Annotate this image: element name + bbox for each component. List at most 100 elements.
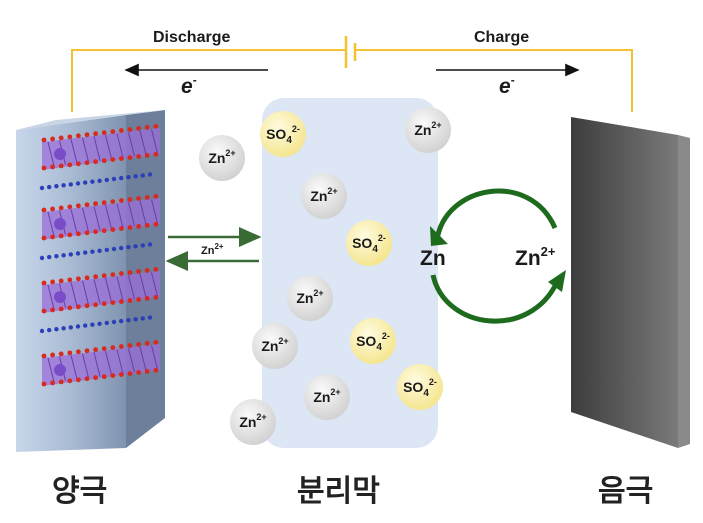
ion-sphere: [346, 220, 392, 266]
ion-label: Zn2+: [310, 186, 337, 204]
polyhedra-edge: [128, 202, 135, 227]
oxygen-atom: [144, 125, 150, 130]
metal-center: [54, 218, 66, 230]
polyhedra-edge: [82, 353, 89, 378]
oxygen-atom: [127, 197, 133, 202]
oxygen-atom: [93, 229, 98, 235]
interlayer-atom: [39, 328, 45, 334]
oxygen-atom: [41, 165, 47, 171]
ion-sphere: [252, 323, 298, 369]
polyhedra-edge: [151, 272, 158, 297]
wire-right: [356, 49, 633, 112]
oxygen-atom: [101, 301, 107, 307]
ion-label: Zn2+: [239, 412, 266, 430]
oxygen-atom: [119, 372, 124, 377]
interlayer-atom: [111, 176, 117, 182]
oxygen-atom: [76, 349, 81, 355]
oxygen-atom: [110, 373, 116, 378]
ion-label: SO42-: [356, 331, 390, 353]
oxygen-atom: [93, 375, 98, 381]
oxygen-atom: [67, 277, 73, 283]
interlayer-atom: [54, 254, 59, 259]
oxygen-atom: [153, 221, 159, 227]
oxygen-atom: [84, 202, 90, 208]
electrolyte-ions: Zn2+SO42-Zn2+Zn2+SO42-Zn2+Zn2+SO42-Zn2+S…: [199, 107, 451, 445]
polyhedra-edge: [47, 284, 55, 310]
polyhedra-edge: [93, 279, 101, 304]
oxygen-atom: [101, 346, 107, 352]
oxygen-atom: [67, 204, 73, 210]
oxygen-atom: [76, 133, 81, 139]
oxygen-atom: [50, 136, 55, 142]
interlayer-atom: [75, 324, 81, 329]
oxygen-atom: [67, 350, 73, 356]
interlayer-atom: [68, 325, 74, 330]
cycle-arrow-bottom: [430, 274, 560, 324]
ion-exchange-arrows: Zn2+: [165, 227, 262, 271]
oxygen-atom: [110, 129, 116, 135]
sulfate-ion: SO42-: [397, 364, 443, 410]
polyhedra-edge: [116, 276, 124, 301]
polyhedra-edge: [47, 141, 55, 167]
oxygen-atom: [110, 227, 116, 233]
anode-electrode: [571, 117, 690, 448]
oxygen-atom: [84, 275, 90, 281]
polyhedra-edge: [82, 280, 89, 305]
polyhedra-edge: [128, 132, 135, 157]
oxygen-atom: [101, 200, 107, 206]
oxygen-atom: [41, 280, 47, 286]
interlayer-atom: [126, 175, 131, 180]
oxygen-atom: [41, 381, 47, 387]
oxygen-atom: [50, 164, 55, 170]
oxygen-atom: [67, 134, 73, 140]
external-circuit: [71, 36, 633, 112]
polyhedra-edge: [93, 136, 101, 161]
interlayer-atom: [119, 245, 124, 251]
oxygen-atom: [144, 341, 150, 346]
oxygen-atom: [50, 279, 55, 285]
oxygen-atom: [136, 126, 142, 131]
anode-front: [571, 117, 678, 448]
polyhedra-edge: [116, 349, 124, 374]
oxygen-atom: [144, 296, 150, 301]
oxygen-atom: [153, 123, 159, 129]
oxygen-atom: [58, 233, 64, 239]
oxygen-atom: [144, 268, 150, 273]
interlayer-atom: [90, 322, 95, 327]
oxygen-atom: [84, 348, 90, 354]
interlayer-atom: [47, 254, 52, 260]
oxygen-atom: [101, 273, 107, 279]
separator-label: 분리막: [297, 475, 380, 508]
polyhedra-edge: [116, 203, 124, 228]
oxygen-atom: [101, 374, 107, 380]
interlayer-atom: [54, 327, 59, 332]
interlayer-atom: [83, 250, 88, 255]
oxygen-atom: [84, 230, 90, 236]
oxygen-atom: [84, 303, 90, 309]
crystal-layer: [41, 123, 160, 171]
ion-label: Zn2+: [414, 120, 441, 138]
oxygen-atom: [136, 370, 142, 375]
polyhedra-edge: [82, 137, 89, 162]
oxygen-atom: [119, 128, 124, 133]
ion-label: Zn2+: [313, 387, 340, 405]
ion-sphere: [301, 173, 347, 219]
oxygen-atom: [119, 156, 124, 161]
interlayer-atom: [126, 318, 131, 323]
oxygen-atom: [41, 235, 47, 241]
metal-center: [54, 364, 66, 376]
polyhedra-edge: [47, 357, 55, 383]
wire-left: [71, 49, 345, 112]
interlayer-atom: [61, 326, 66, 331]
oxygen-atom: [127, 298, 133, 303]
ion-label: Zn2+: [296, 288, 323, 306]
oxygen-atom: [76, 276, 81, 282]
polyhedra-edge: [116, 133, 124, 158]
discharge-label: Discharge: [153, 29, 230, 46]
oxygen-atom: [41, 308, 47, 314]
interlayer-atom: [147, 242, 153, 247]
polyhedra-edge: [105, 134, 112, 160]
interlayer-atom: [140, 316, 145, 321]
